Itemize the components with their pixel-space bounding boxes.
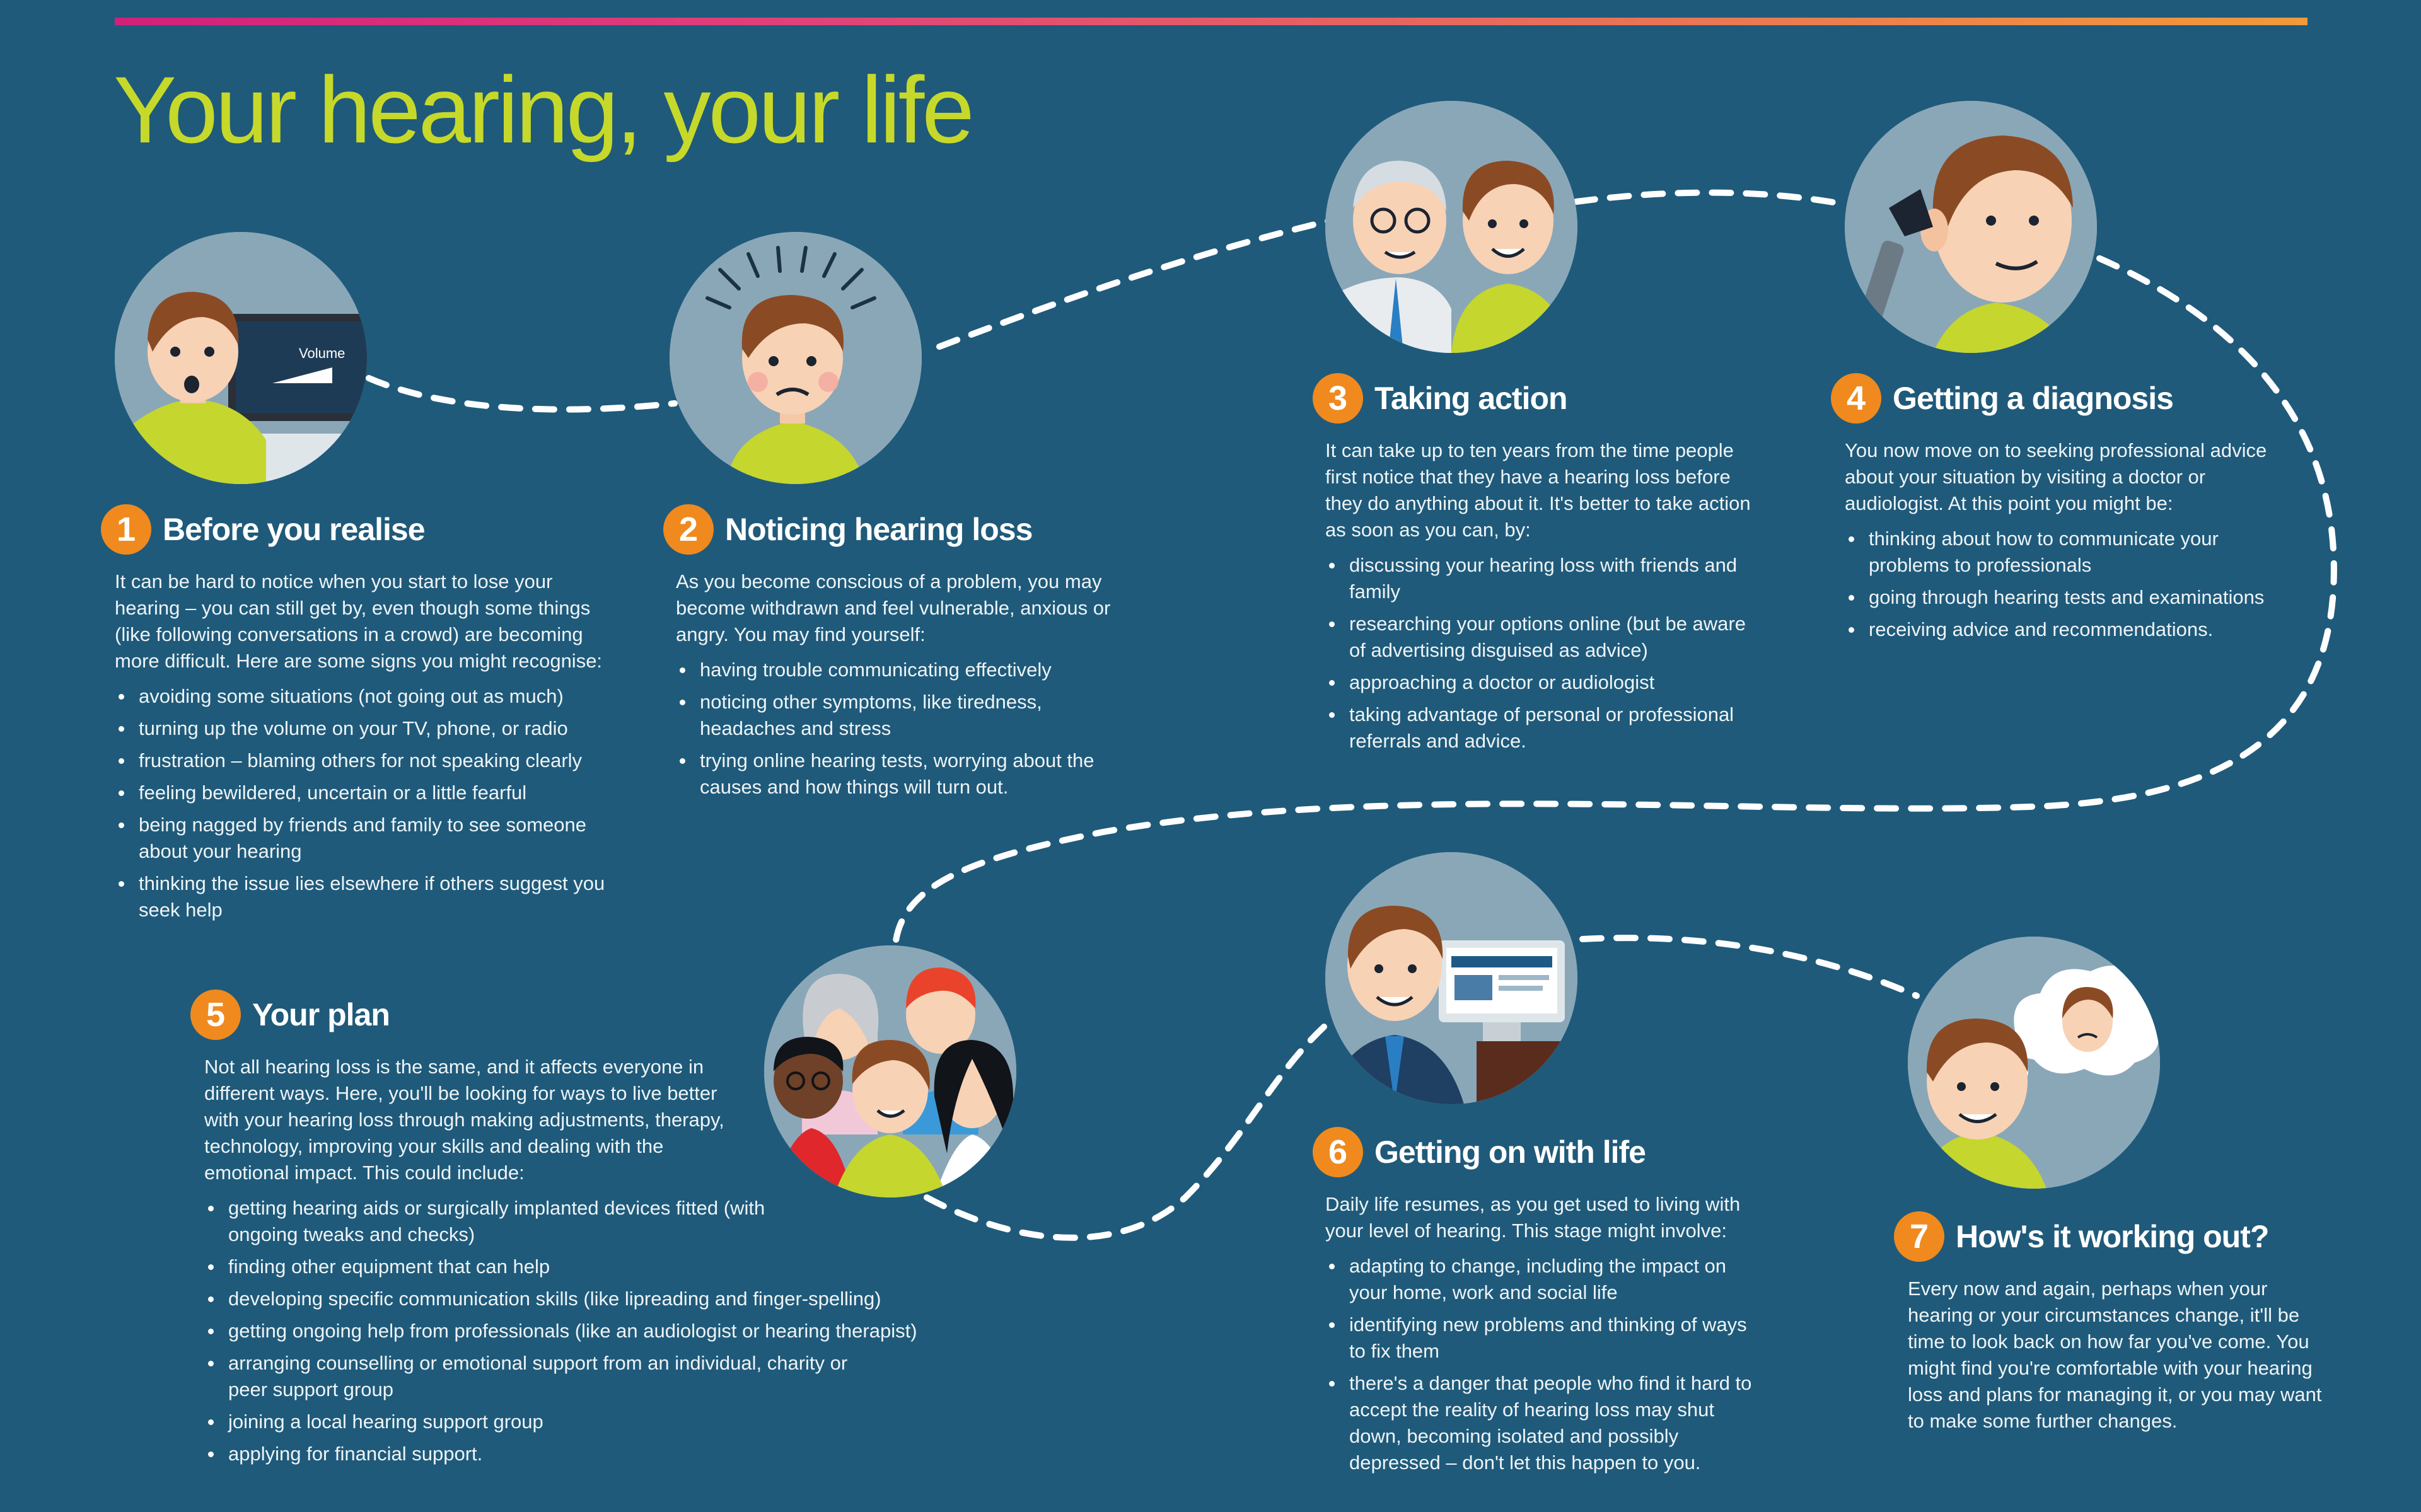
step-3: 3 Taking action It can take up to ten ye… xyxy=(1313,373,1767,760)
bullet-item: researching your options online (but be … xyxy=(1325,611,1767,664)
step-intro: Daily life resumes, as you get used to l… xyxy=(1325,1193,1741,1242)
step-1: 1 Before you realise It can be hard to n… xyxy=(101,504,618,929)
bullet-item: developing specific communication skills… xyxy=(204,1286,985,1312)
bullet-item: being nagged by friends and family to se… xyxy=(115,812,618,865)
bullet-item: identifying new problems and thinking of… xyxy=(1325,1312,1767,1365)
bullet-item: getting ongoing help from professionals … xyxy=(204,1318,985,1344)
step-title: Noticing hearing loss xyxy=(725,512,1033,547)
bullet-item: there's a danger that people who find it… xyxy=(1325,1370,1767,1476)
step-title: Taking action xyxy=(1374,381,1568,416)
step-4: 4 Getting a diagnosis You now move on to… xyxy=(1831,373,2285,649)
step-6: 6 Getting on with life Daily life resume… xyxy=(1313,1127,1767,1482)
step-intro: Not all hearing loss is the same, and it… xyxy=(204,1056,724,1184)
step-title: Getting on with life xyxy=(1374,1134,1646,1170)
bullet-item: receiving advice and recommendations. xyxy=(1845,616,2285,643)
top-gradient-bar xyxy=(115,18,2308,25)
step-intro: You now move on to seeking professional … xyxy=(1845,439,2267,514)
step-bullets: getting hearing aids or surgically impla… xyxy=(190,1195,985,1467)
avatar-before-you-realise: Volume xyxy=(115,232,367,484)
step-1-heading: 1 Before you realise xyxy=(101,504,618,555)
bullet-item: approaching a doctor or audiologist xyxy=(1325,669,1767,696)
volume-label: Volume xyxy=(299,345,345,361)
bullet-item: going through hearing tests and examinat… xyxy=(1845,584,2285,611)
avatar-hows-it-working-out xyxy=(1908,937,2160,1189)
bullet-item: getting hearing aids or surgically impla… xyxy=(204,1195,770,1248)
bullet-item: finding other equipment that can help xyxy=(204,1254,985,1280)
step-2: 2 Noticing hearing loss As you become co… xyxy=(663,504,1117,806)
step-2-heading: 2 Noticing hearing loss xyxy=(663,504,1117,555)
bullet-item: joining a local hearing support group xyxy=(204,1409,985,1435)
bullet-item: having trouble communicating effectively xyxy=(676,657,1117,683)
step-intro: Every now and again, perhaps when your h… xyxy=(1908,1278,2322,1432)
step-title: Your plan xyxy=(252,997,390,1032)
step-number-badge: 3 xyxy=(1313,373,1363,424)
step-bullets: having trouble communicating effectively… xyxy=(663,657,1117,800)
step-intro: It can take up to ten years from the tim… xyxy=(1325,439,1751,541)
step-7-heading: 7 How's it working out? xyxy=(1894,1211,2335,1262)
avatar-your-plan xyxy=(764,945,1016,1197)
step-number-badge: 5 xyxy=(190,990,241,1040)
step-6-heading: 6 Getting on with life xyxy=(1313,1127,1767,1177)
step-title: Getting a diagnosis xyxy=(1893,381,2174,416)
page-title: Your hearing, your life xyxy=(113,57,975,163)
step-intro: As you become conscious of a problem, yo… xyxy=(676,570,1111,645)
step-bullets: discussing your hearing loss with friend… xyxy=(1313,552,1767,754)
bullet-item: noticing other symptoms, like tiredness,… xyxy=(676,689,1117,742)
step-intro: It can be hard to notice when you start … xyxy=(115,570,603,672)
step-4-heading: 4 Getting a diagnosis xyxy=(1831,373,2285,424)
bullet-item: thinking about how to communicate your p… xyxy=(1845,526,2285,579)
bullet-item: arranging counselling or emotional suppo… xyxy=(204,1350,884,1403)
bullet-item: discussing your hearing loss with friend… xyxy=(1325,552,1767,605)
step-7: 7 How's it working out? Every now and ag… xyxy=(1894,1211,2335,1443)
step-5: 5 Your plan Not all hearing loss is the … xyxy=(190,990,985,1473)
bullet-item: frustration – blaming others for not spe… xyxy=(115,747,618,774)
avatar-noticing-hearing-loss xyxy=(670,232,922,484)
step-number-badge: 7 xyxy=(1894,1211,1944,1262)
bullet-item: feeling bewildered, uncertain or a littl… xyxy=(115,780,618,806)
step-title: How's it working out? xyxy=(1956,1219,2269,1254)
step-number-badge: 4 xyxy=(1831,373,1881,424)
step-bullets: adapting to change, including the impact… xyxy=(1313,1253,1767,1476)
step-5-heading: 5 Your plan xyxy=(190,990,985,1040)
bullet-item: applying for financial support. xyxy=(204,1441,985,1467)
bullet-item: avoiding some situations (not going out … xyxy=(115,683,618,710)
bullet-item: trying online hearing tests, worrying ab… xyxy=(676,747,1117,800)
step-number-badge: 1 xyxy=(101,504,151,555)
step-number-badge: 2 xyxy=(663,504,714,555)
step-number-badge: 6 xyxy=(1313,1127,1363,1177)
step-bullets: thinking about how to communicate your p… xyxy=(1831,526,2285,643)
avatar-getting-on-with-life xyxy=(1325,852,1577,1104)
avatar-taking-action xyxy=(1325,101,1577,353)
bullet-item: taking advantage of personal or professi… xyxy=(1325,701,1767,754)
bullet-item: turning up the volume on your TV, phone,… xyxy=(115,715,618,742)
step-3-heading: 3 Taking action xyxy=(1313,373,1767,424)
step-bullets: avoiding some situations (not going out … xyxy=(101,683,618,923)
avatar-getting-a-diagnosis xyxy=(1845,101,2097,353)
bullet-item: thinking the issue lies elsewhere if oth… xyxy=(115,870,618,923)
step-title: Before you realise xyxy=(163,512,426,547)
bullet-item: adapting to change, including the impact… xyxy=(1325,1253,1767,1306)
